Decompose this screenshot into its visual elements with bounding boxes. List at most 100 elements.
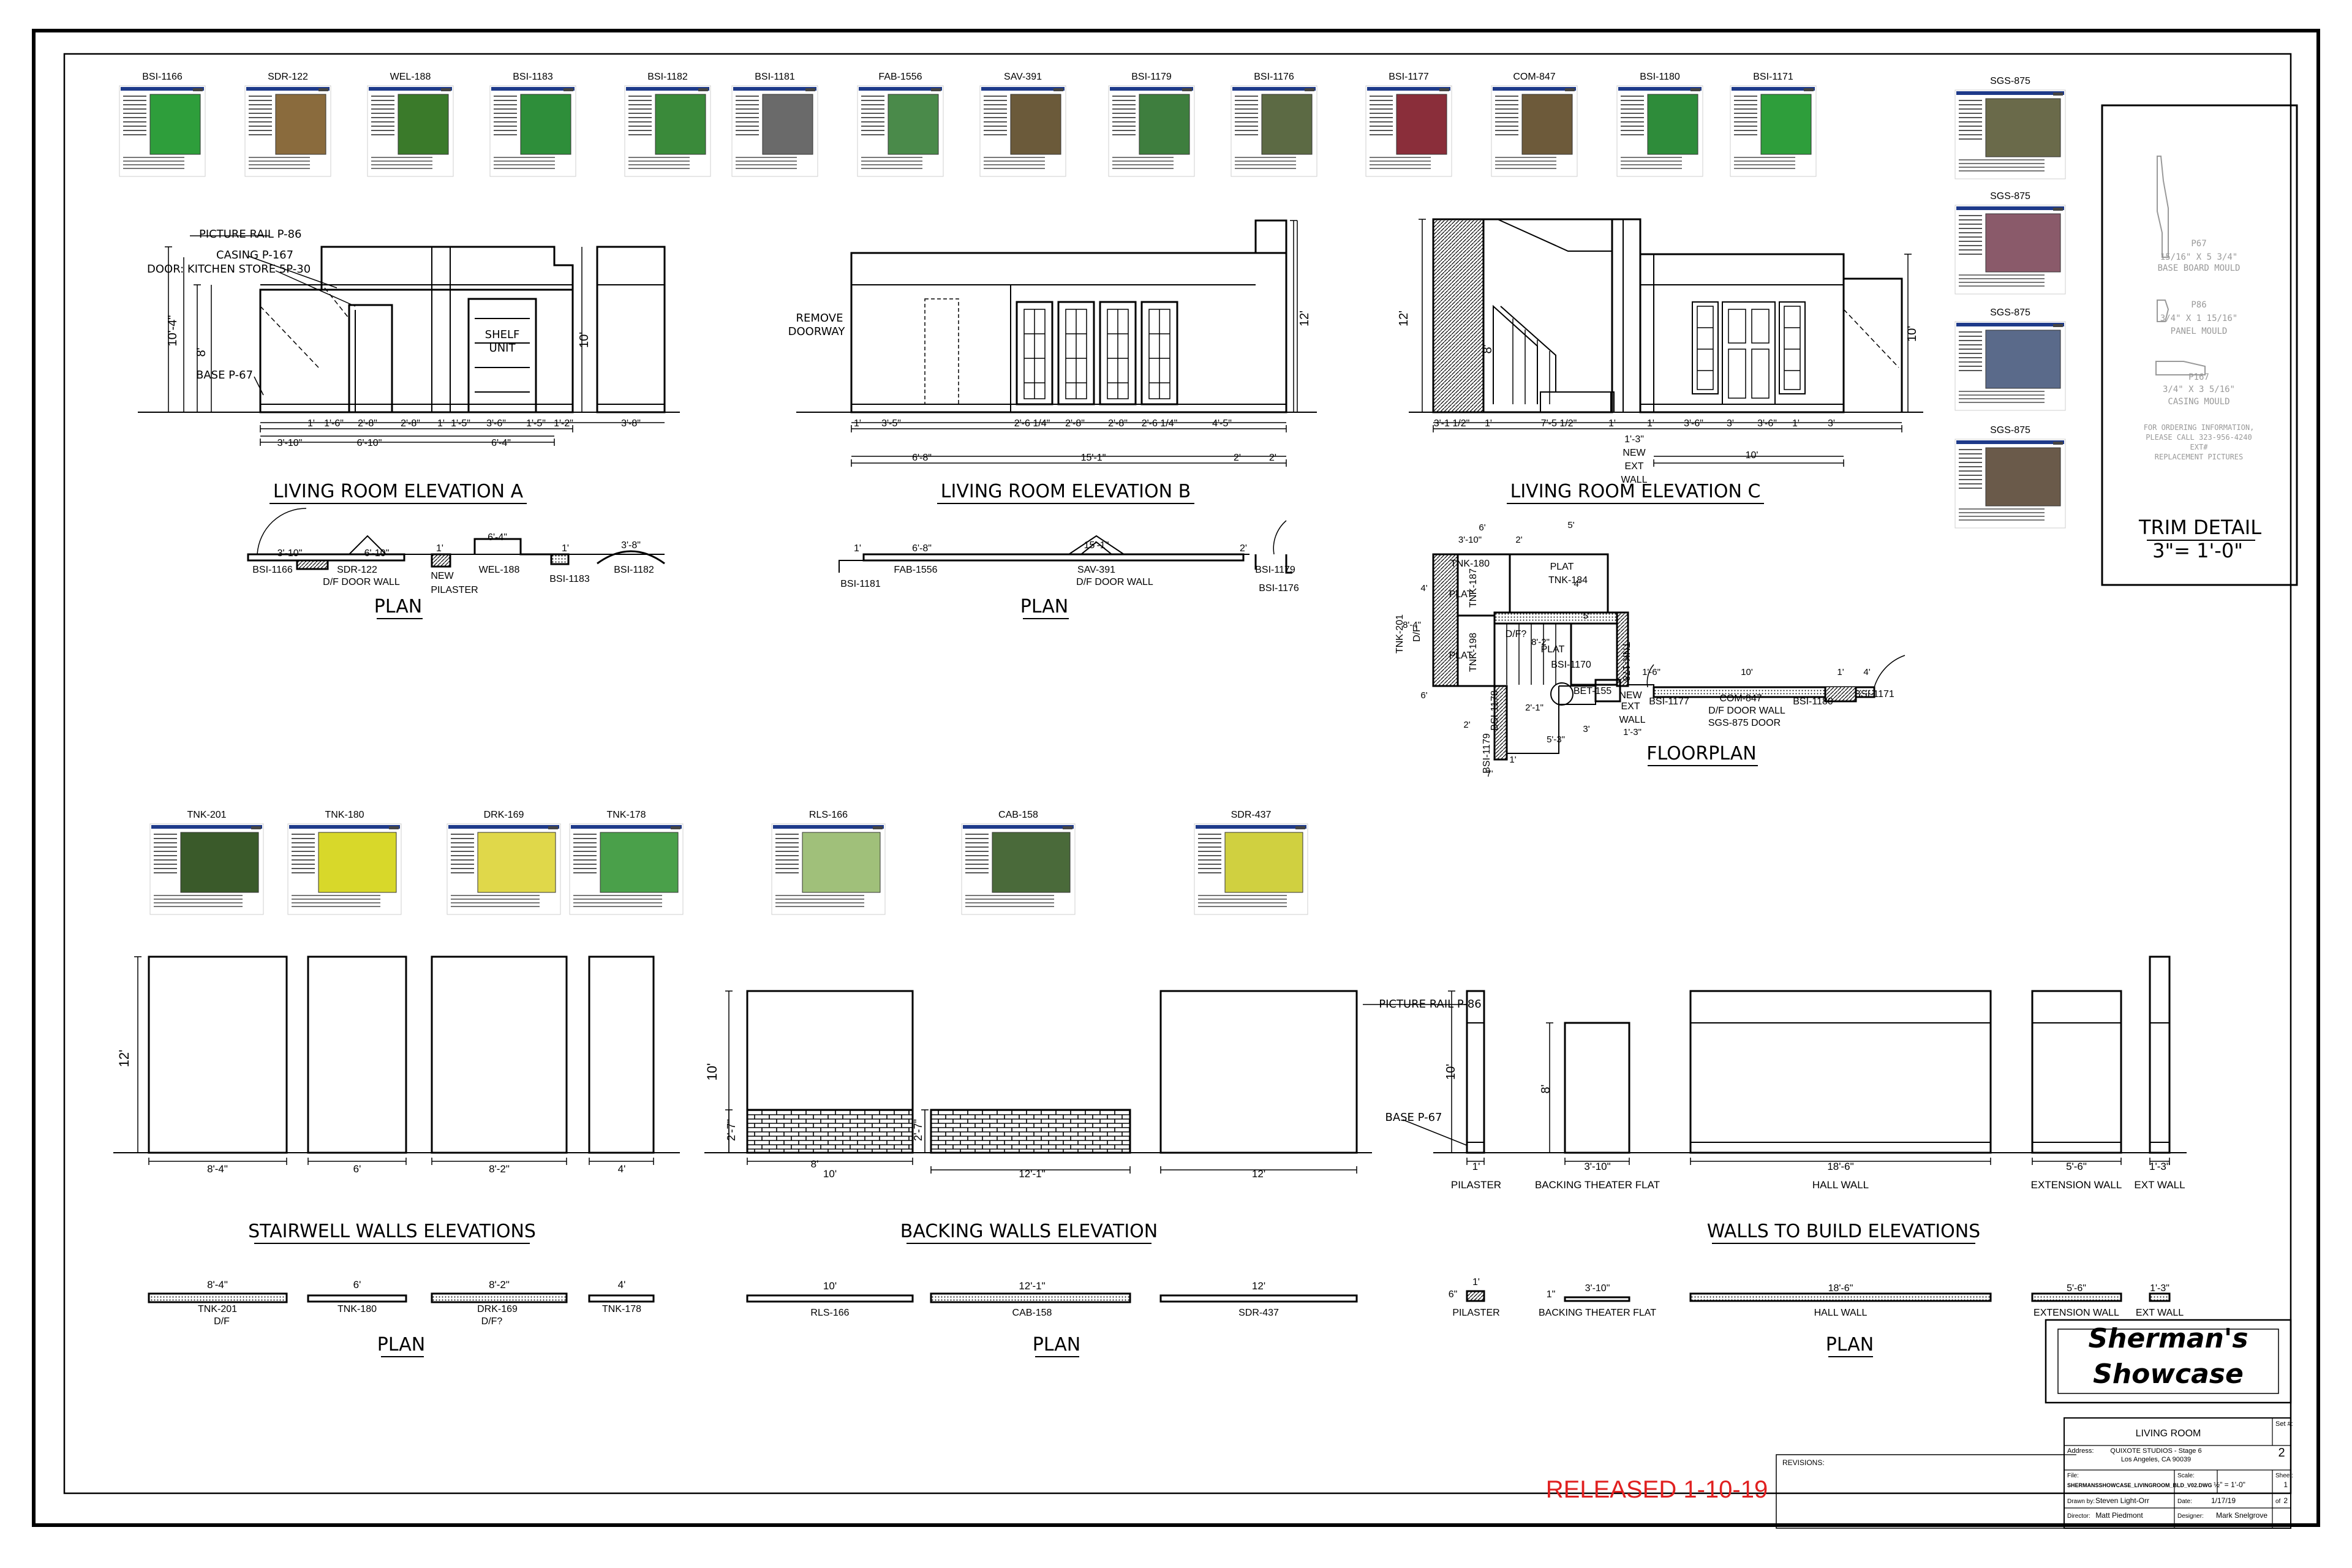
label-text: 5'-6" bbox=[2067, 1283, 2086, 1294]
label-text: EXT WALL bbox=[2136, 1308, 2184, 1318]
label-text: EXTENSION WALL bbox=[2034, 1308, 2119, 1318]
label-text: 2'-8" bbox=[401, 418, 420, 429]
label-text: Designer: bbox=[2177, 1513, 2204, 1520]
label-text: REVISIONS: bbox=[1782, 1458, 1825, 1467]
swatch-label: SAV-391 bbox=[1004, 72, 1042, 82]
material-swatch-sheet: SAV-391 bbox=[979, 72, 1066, 177]
label-text: SDR-437 bbox=[1238, 1308, 1279, 1318]
label-text: BASE BOARD MOULD bbox=[2158, 263, 2241, 273]
label-text: REPLACEMENT PICTURES bbox=[2155, 453, 2244, 461]
label-text: 2'-8" bbox=[358, 418, 377, 429]
label-text: 1'-2" bbox=[554, 418, 573, 429]
label-text: 2'-7" bbox=[912, 1119, 924, 1141]
swatch-label: BSI-1171 bbox=[1753, 72, 1793, 82]
label-text: TNK-184 bbox=[1548, 575, 1588, 586]
label-text: SHELF bbox=[485, 328, 520, 341]
plan-title: PLAN bbox=[374, 596, 422, 617]
material-swatch-sheet: SGS-875 bbox=[1954, 425, 2066, 529]
label-text: D/F bbox=[1412, 626, 1422, 642]
label-text: BASE P-67 bbox=[196, 369, 253, 382]
material-swatch-sheet: SDR-437 bbox=[1194, 810, 1308, 915]
label-text: Steven Light-Orr bbox=[2095, 1496, 2149, 1505]
label-text: 4' bbox=[1863, 667, 1870, 677]
trim-title: TRIM DETAIL bbox=[2138, 516, 2261, 539]
floorplan bbox=[1432, 553, 1905, 761]
label-text: TNK-180 bbox=[1450, 559, 1490, 569]
label-text: 1' bbox=[1485, 418, 1492, 429]
label-text: 10'-4" bbox=[166, 315, 179, 347]
label-text: 1' bbox=[1792, 418, 1800, 429]
label-text: 1'-3" bbox=[1623, 727, 1642, 737]
swatch-label: FAB-1556 bbox=[878, 72, 922, 82]
label-text: 10' bbox=[1741, 667, 1753, 677]
label-text: RLS-166 bbox=[810, 1308, 849, 1318]
label-text: 1' bbox=[437, 418, 445, 429]
label-text: PLAT bbox=[1550, 562, 1574, 572]
swatch-label: BSI-1183 bbox=[513, 72, 553, 82]
label-text: 2'-7" bbox=[725, 1119, 737, 1141]
label-text: 10' bbox=[1444, 1064, 1458, 1080]
label-text: BASE P-67 bbox=[1385, 1111, 1442, 1124]
swatch-label: SDR-122 bbox=[268, 72, 308, 82]
plan-title: PLAN bbox=[1020, 596, 1068, 617]
label-text: 3'-10" bbox=[1585, 1283, 1610, 1294]
logo-text: Showcase bbox=[2093, 1359, 2244, 1390]
label-text: 2 bbox=[2278, 1446, 2285, 1460]
label-text: 8'-2" bbox=[489, 1279, 510, 1291]
label-text: 8' bbox=[195, 348, 208, 357]
label-text: 6'-10" bbox=[364, 548, 390, 559]
label-text: SAV-391 bbox=[1077, 565, 1115, 575]
label-text: 1' bbox=[307, 418, 315, 429]
label-text: QUIXOTE STUDIOS - Stage 6 bbox=[2110, 1447, 2201, 1455]
label-text: D/F DOOR WALL bbox=[1708, 706, 1785, 716]
swatch-label: SDR-437 bbox=[1231, 810, 1272, 820]
plan-b bbox=[839, 520, 1292, 574]
label-text: File: bbox=[2067, 1472, 2079, 1479]
plan-title: PLAN bbox=[377, 1334, 425, 1355]
label-text: BSI-1170 bbox=[1551, 660, 1591, 670]
label-text: BACKING THEATER FLAT bbox=[1539, 1308, 1656, 1318]
label-text: Address: bbox=[2067, 1447, 2094, 1455]
label-text: CASING MOULD bbox=[2168, 397, 2230, 407]
material-swatch-sheet: BSI-1181 bbox=[731, 72, 818, 177]
swatch-label: RLS-166 bbox=[809, 810, 848, 820]
label-text: 6'-4" bbox=[491, 438, 511, 448]
label-text: BSI-1177 bbox=[1649, 696, 1689, 707]
label-text: TNK-178 bbox=[602, 1304, 641, 1314]
label-text: 5'-6" bbox=[2066, 1161, 2087, 1172]
material-swatch-sheet: BSI-1176 bbox=[1231, 72, 1317, 177]
label-text: LIVING ROOM bbox=[2136, 1428, 2201, 1439]
material-swatch-sheet: BSI-1166 bbox=[119, 72, 206, 177]
label-text: UNIT bbox=[489, 342, 516, 355]
label-text: 2' bbox=[1515, 535, 1522, 545]
label-text: Drawn by: bbox=[2067, 1498, 2095, 1505]
label-text: Matt Piedmont bbox=[2095, 1511, 2143, 1520]
label-text: 3' bbox=[1727, 418, 1734, 429]
plan-title: PLAN bbox=[1033, 1334, 1080, 1355]
material-swatch-sheet: BSI-1182 bbox=[624, 72, 711, 177]
label-text: 1" bbox=[1547, 1289, 1556, 1300]
label-text: 7'-5 1/2" bbox=[1541, 418, 1577, 429]
label-text: 2'-1" bbox=[1525, 703, 1544, 713]
material-swatch-sheet: DRK-169 bbox=[447, 810, 561, 915]
label-text: 6' bbox=[1420, 690, 1427, 701]
label-text: Scale: bbox=[2177, 1472, 2195, 1479]
label-text: HALL WALL bbox=[1814, 1308, 1868, 1318]
swatch-label: SGS-875 bbox=[1990, 307, 2030, 318]
label-text: Los Angeles, CA 90039 bbox=[2121, 1456, 2191, 1463]
release-stamp: RELEASED 1-10-19 bbox=[1546, 1476, 1768, 1503]
label-text: 5' bbox=[1567, 520, 1574, 530]
label-text: 10' bbox=[823, 1280, 837, 1292]
label-text: 15'-1" bbox=[1084, 540, 1109, 551]
label-text: HALL WALL bbox=[1812, 1179, 1869, 1191]
swatch-label: CAB-158 bbox=[998, 810, 1038, 820]
label-text: 8'-4" bbox=[207, 1163, 228, 1175]
material-swatch-sheet: BSI-1180 bbox=[1616, 72, 1703, 177]
label-text: 3'-1 1/2" bbox=[1434, 418, 1470, 429]
label-text: 3'-10" bbox=[277, 438, 303, 448]
inner-border bbox=[63, 53, 2292, 1494]
outer-border bbox=[32, 29, 2320, 1527]
label-text: REMOVE bbox=[796, 312, 843, 325]
label-text: BSI-1179 bbox=[1482, 733, 1492, 774]
